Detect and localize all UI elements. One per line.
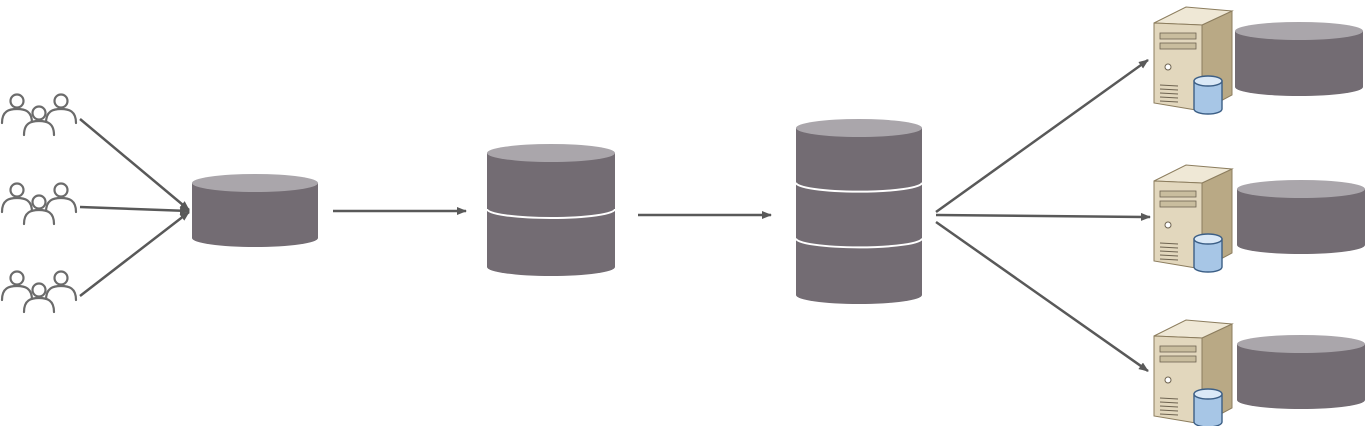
arrow-store-c-to-server-2 [935,212,1151,221]
database-cylinder-icon [1237,335,1365,409]
database-server-icon [1153,319,1234,426]
user-group-icon [0,93,78,137]
database-server-icon [1153,164,1234,273]
edges [79,58,1151,373]
database-cylinder-icon [795,119,923,304]
user-group-icon [0,182,78,226]
database-server-icon [1153,6,1234,115]
arrow-store-c-to-server-1 [935,58,1149,214]
arrow-users-1-to-store-a [79,118,190,211]
arrow-store-c-to-server-3 [935,220,1149,373]
user-group-icon [0,270,78,314]
database-cylinder-icon [1235,22,1363,96]
database-cylinder-icon [486,144,616,276]
arrow-users-2-to-store-a [79,205,190,215]
database-cylinder-icon [1237,180,1365,254]
nodes [0,6,1365,426]
database-cylinder-icon [192,174,318,247]
arrow-users-3-to-store-a [79,211,190,297]
